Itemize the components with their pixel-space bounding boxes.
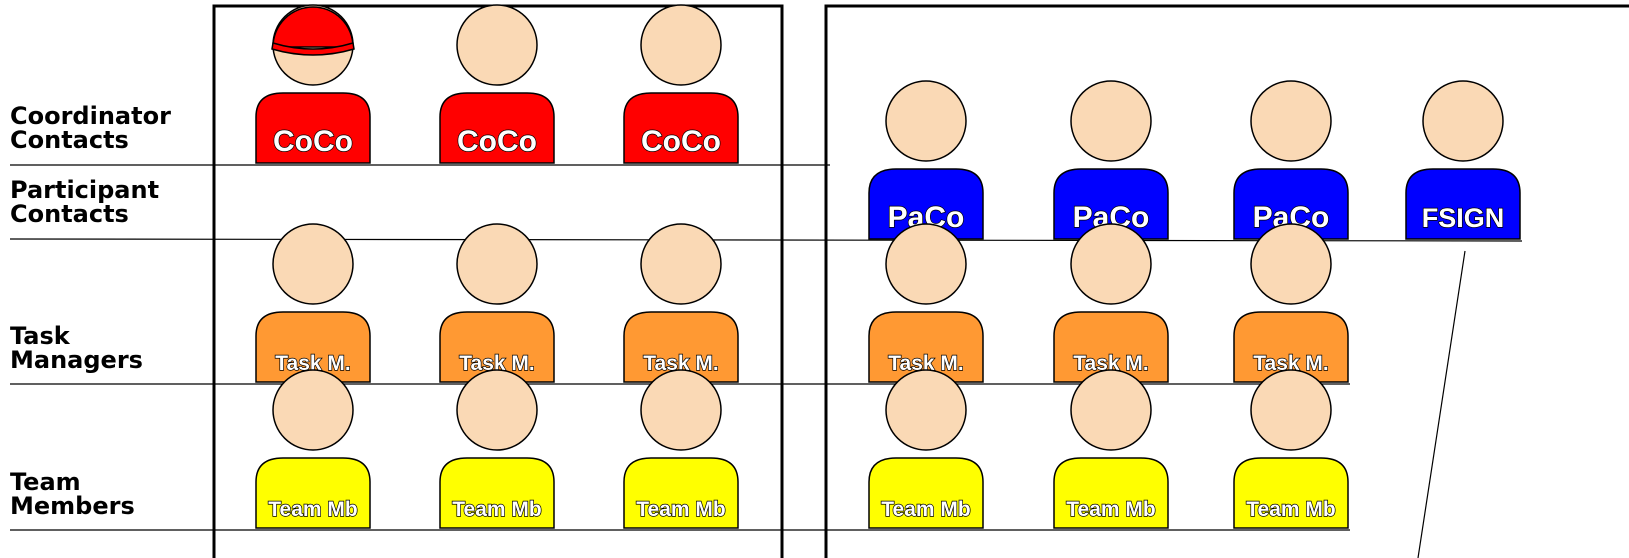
person-role-label: CoCo [641,125,721,158]
person-torso [1233,311,1349,383]
person-role-label: Team Mb [881,498,970,521]
person-task: Task M. [1233,223,1349,383]
person-head [885,369,967,451]
row-label-line: Managers [10,346,143,374]
person-role-label: CoCo [273,125,353,158]
person-role-label: Team Mb [1246,498,1335,521]
person-head [1070,369,1152,451]
participant-org-box [824,4,1629,558]
person-torso [1053,311,1169,383]
person-role-label: Team Mb [1066,498,1155,521]
person-task: Task M. [868,223,984,383]
person-torso [439,457,555,529]
person-paco: PaCo [1053,80,1169,240]
fsign-connector-line [1417,250,1466,558]
cap-brim [271,42,355,56]
row-label-line: Coordinator [10,102,171,130]
person-torso [439,92,555,164]
person-head [1070,80,1152,162]
person-coco: CoCo [255,4,371,164]
person-head [885,80,967,162]
person-task: Task M. [255,223,371,383]
person-role-label: Team Mb [636,498,725,521]
person-team: Team Mb [868,369,984,529]
person-head [1250,369,1332,451]
person-head [640,4,722,86]
row-label-coordinator-contacts: Coordinator Contacts [10,104,171,152]
row-label-team-members: Team Members [10,470,135,518]
person-role-label: CoCo [457,125,537,158]
row-label-line: Participant [10,176,160,204]
person-paco: PaCo [1233,80,1349,240]
person-head [640,369,722,451]
person-torso [623,92,739,164]
person-coco: CoCo [439,4,555,164]
person-torso [439,311,555,383]
person-head [272,223,354,305]
person-head [640,223,722,305]
person-role-label: Team Mb [268,498,357,521]
person-torso [868,168,984,240]
person-team: Team Mb [1053,369,1169,529]
person-paco: PaCo [868,80,984,240]
row-label-line: Team [10,468,81,496]
row-label-line: Contacts [10,126,129,154]
person-task: Task M. [439,223,555,383]
person-team: Team Mb [1233,369,1349,529]
person-head [1070,223,1152,305]
person-head [885,223,967,305]
person-head [1422,80,1504,162]
person-team: Team Mb [439,369,555,529]
person-head [456,369,538,451]
person-torso [255,457,371,529]
person-role-label: PaCo [888,201,965,234]
person-torso [868,311,984,383]
person-torso [1053,457,1169,529]
row-label-line: Task [10,322,70,350]
person-torso [1405,168,1521,240]
row-label-task-managers: Task Managers [10,324,143,372]
person-role-label: FSIGN [1422,203,1505,233]
row-label-line: Contacts [10,200,129,228]
person-team: Team Mb [255,369,371,529]
person-torso [623,457,739,529]
person-torso [1233,168,1349,240]
person-torso [1053,168,1169,240]
person-head [1250,223,1332,305]
person-torso [868,457,984,529]
person-head [272,369,354,451]
person-team: Team Mb [623,369,739,529]
person-task: Task M. [1053,223,1169,383]
person-coco: CoCo [623,4,739,164]
row-label-participant-contacts: Participant Contacts [10,178,159,226]
person-head [1250,80,1332,162]
person-torso [623,311,739,383]
person-fsign: FSIGN [1405,80,1521,240]
person-torso [255,92,371,164]
person-torso [1233,457,1349,529]
cap-icon [272,6,354,48]
person-role-label: Task M. [888,352,963,375]
person-head [456,4,538,86]
row-label-line: Members [10,492,135,520]
person-head [456,223,538,305]
person-task: Task M. [623,223,739,383]
person-role-label: Team Mb [452,498,541,521]
person-torso [255,311,371,383]
